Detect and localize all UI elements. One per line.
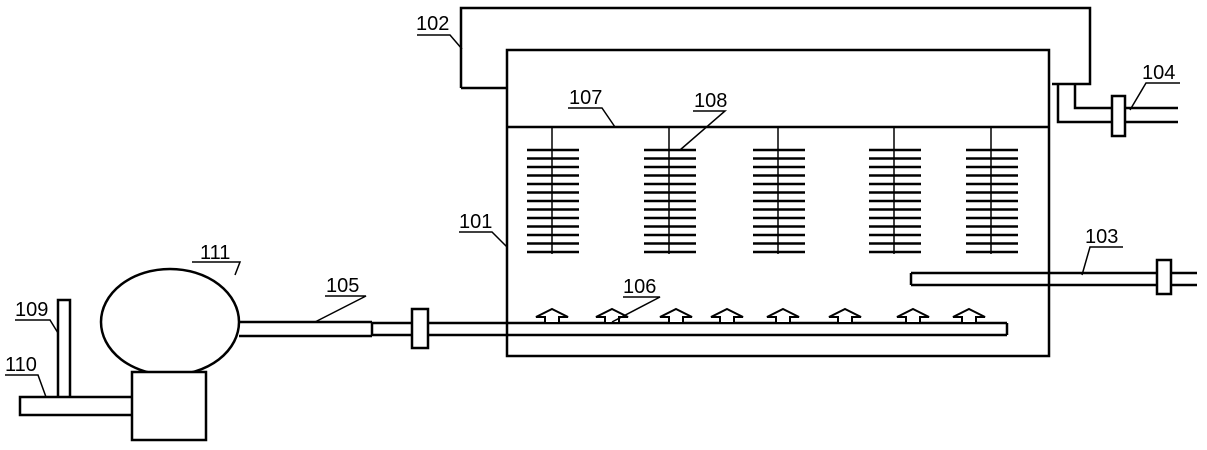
electrode-group <box>644 127 696 254</box>
electrode-group <box>966 127 1018 254</box>
air-pipe-105 <box>239 320 372 338</box>
aeration-pipe-106 <box>370 307 1009 350</box>
label-109: 109 <box>15 299 48 321</box>
air-arrow <box>766 307 800 324</box>
electrode-group <box>753 127 805 254</box>
label-107: 107 <box>569 87 602 109</box>
air-arrow <box>659 307 693 324</box>
outlet-pipe-104 <box>1056 84 1178 138</box>
air-arrow <box>896 307 930 324</box>
air-arrow <box>595 307 629 324</box>
leader-lines <box>5 34 1180 398</box>
label-111: 111 <box>200 242 230 264</box>
label-104: 104 <box>1142 62 1175 84</box>
air-arrow <box>535 307 569 324</box>
label-108: 108 <box>694 90 727 112</box>
air-arrow <box>952 307 986 324</box>
label-105: 105 <box>326 275 359 297</box>
label-102: 102 <box>416 13 449 35</box>
air-arrows <box>535 307 986 324</box>
inlet-pipe-103 <box>909 258 1197 296</box>
main-tank-101 <box>505 48 1051 358</box>
label-101: 101 <box>459 211 492 233</box>
air-tank-111 <box>99 267 241 377</box>
electrode-group <box>869 127 921 254</box>
electrode-group <box>527 127 579 254</box>
label-106: 106 <box>623 276 656 298</box>
electrode-groups-108 <box>527 127 1018 254</box>
label-103: 103 <box>1085 226 1118 248</box>
air-arrow <box>828 307 862 324</box>
intake-pipes-109-110 <box>18 298 132 417</box>
air-arrow <box>710 307 744 324</box>
label-110: 110 <box>5 354 37 376</box>
overflow-frame-102 <box>459 6 1092 90</box>
blower-box <box>130 370 208 442</box>
